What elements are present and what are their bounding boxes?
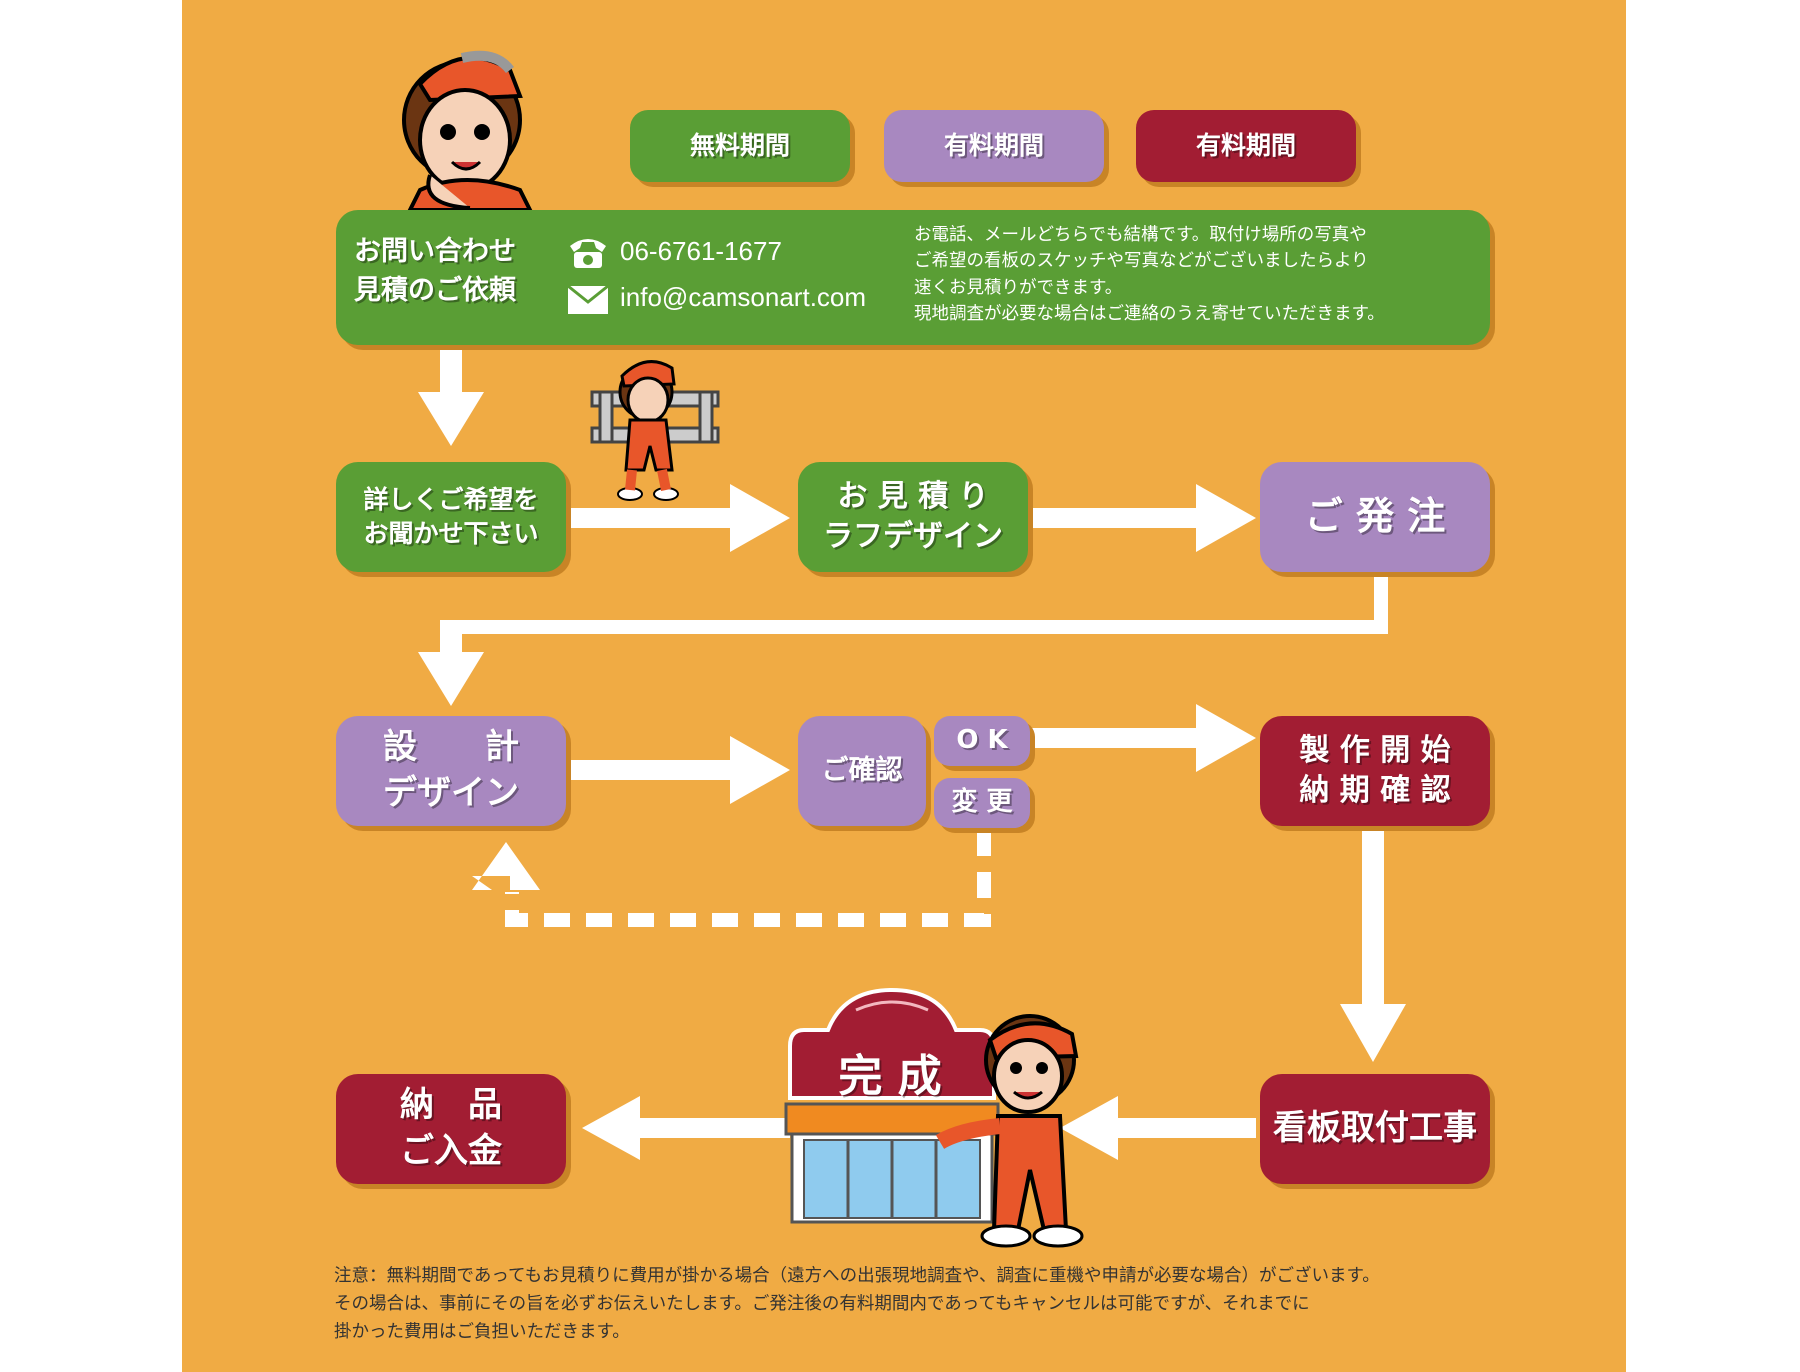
arrow-production-to-install: [1340, 828, 1406, 1062]
step-delivery-line2: ご入金: [400, 1131, 502, 1171]
step-confirm: ご確認: [798, 716, 926, 826]
contact-box: お問い合わせ 見積のご依頼 06-6761-1677 info@camsonar…: [336, 210, 1490, 345]
step-install-label: 看板取付工事: [1273, 1108, 1477, 1149]
step-order: ご 発 注: [1260, 462, 1490, 572]
step-delivery: 納 品 ご入金: [336, 1074, 566, 1184]
step-hearing-line2: お聞かせ下さい: [363, 519, 539, 548]
contact-note-line: 現地調査が必要な場合はご連絡のうえ寄せていただきます。: [914, 303, 1385, 324]
step-production-line1: 製 作 開 始: [1299, 732, 1451, 768]
step-production-line2: 納 期 確 認: [1299, 773, 1451, 808]
mail-icon: [567, 284, 609, 314]
storefront-icon: [784, 987, 1000, 1224]
arrow-change-to-design-head: [472, 842, 540, 890]
legend-paid-period-b: 有料期間: [1136, 110, 1356, 182]
legend-free-period: 無料期間: [630, 110, 850, 182]
arrow-estimate-to-order: [1028, 484, 1256, 552]
step-design-line1: 設 計: [383, 727, 519, 768]
step-design-line2: デザイン: [383, 773, 519, 813]
step-confirm-label: ご確認: [821, 754, 903, 786]
step-ok-label: O K: [956, 725, 1008, 756]
mascot-presenting-icon: [935, 1014, 1084, 1248]
legend-paid-a-label: 有料期間: [943, 131, 1044, 161]
arrow-order-to-design: [418, 572, 1388, 706]
footnote: 注意：無料期間であってもお見積りに費用が掛かる場合（遠方への出張現地調査や、調査…: [334, 1262, 1594, 1346]
legend-paid-period-a: 有料期間: [884, 110, 1104, 182]
step-hearing-line1: 詳しくご希望を: [363, 485, 539, 515]
step-install: 看板取付工事: [1260, 1074, 1490, 1184]
contact-note-line: ご希望の看板のスケッチや写真などがございましたらより: [914, 251, 1369, 272]
step-change: 変 更: [934, 778, 1030, 828]
arrow-hearing-to-estimate: [566, 484, 790, 552]
step-delivery-line1: 納 品: [400, 1085, 502, 1126]
footnote-line: 掛かった費用はご負担いただきます。: [334, 1322, 630, 1342]
contact-title-line1: お問い合わせ: [354, 236, 516, 267]
step-estimate-line2: ラフデザイン: [823, 519, 1003, 554]
contact-phone[interactable]: 06-6761-1677: [620, 236, 782, 266]
contact-note-line: 速くお見積りができます。: [914, 277, 1123, 298]
step-ok: O K: [934, 716, 1030, 766]
contact-title-line2: 見積のご依頼: [354, 275, 516, 307]
arrow-design-to-confirm: [566, 736, 790, 804]
step-hearing: 詳しくご希望を お聞かせ下さい: [336, 462, 566, 572]
contact-email[interactable]: info@camsonart.com: [620, 282, 867, 312]
phone-icon: [570, 239, 606, 268]
arrow-install-to-complete: [1060, 1096, 1256, 1160]
arrow-change-to-design-loop: [505, 830, 991, 927]
arrow-complete-to-delivery: [582, 1096, 790, 1160]
step-production: 製 作 開 始 納 期 確 認: [1260, 716, 1490, 826]
footnote-line: 注意：無料期間であってもお見積りに費用が掛かる場合（遠方への出張現地調査や、調査…: [334, 1266, 1380, 1286]
step-change-label: 変 更: [951, 787, 1013, 818]
step-design: 設 計 デザイン: [336, 716, 566, 826]
contact-note: お電話、メールどちらでも結構です。取付け場所の写真や ご希望の看板のスケッチや写…: [914, 222, 1474, 327]
legend-paid-b-label: 有料期間: [1195, 131, 1296, 161]
step-order-label: ご 発 注: [1304, 494, 1446, 539]
footnote-line: その場合は、事前にその旨を必ずお伝えいたします。ご発注後の有料期間内であってもキ…: [334, 1294, 1310, 1314]
step-estimate-line1: お 見 積 り: [837, 478, 989, 514]
contact-title: お問い合わせ 見積のご依頼: [354, 232, 516, 310]
legend-free-label: 無料期間: [689, 131, 790, 161]
arrow-contact-to-hearing: [418, 346, 484, 446]
mascot-ladder-icon: [590, 360, 720, 501]
step-estimate: お 見 積 り ラフデザイン: [798, 462, 1028, 572]
mascot-leaning-icon: [402, 50, 534, 212]
step-complete: 完 成: [838, 1051, 942, 1102]
arrow-ok-to-production: [1030, 704, 1256, 772]
contact-note-line: お電話、メールどちらでも結構です。取付け場所の写真や: [914, 225, 1367, 245]
